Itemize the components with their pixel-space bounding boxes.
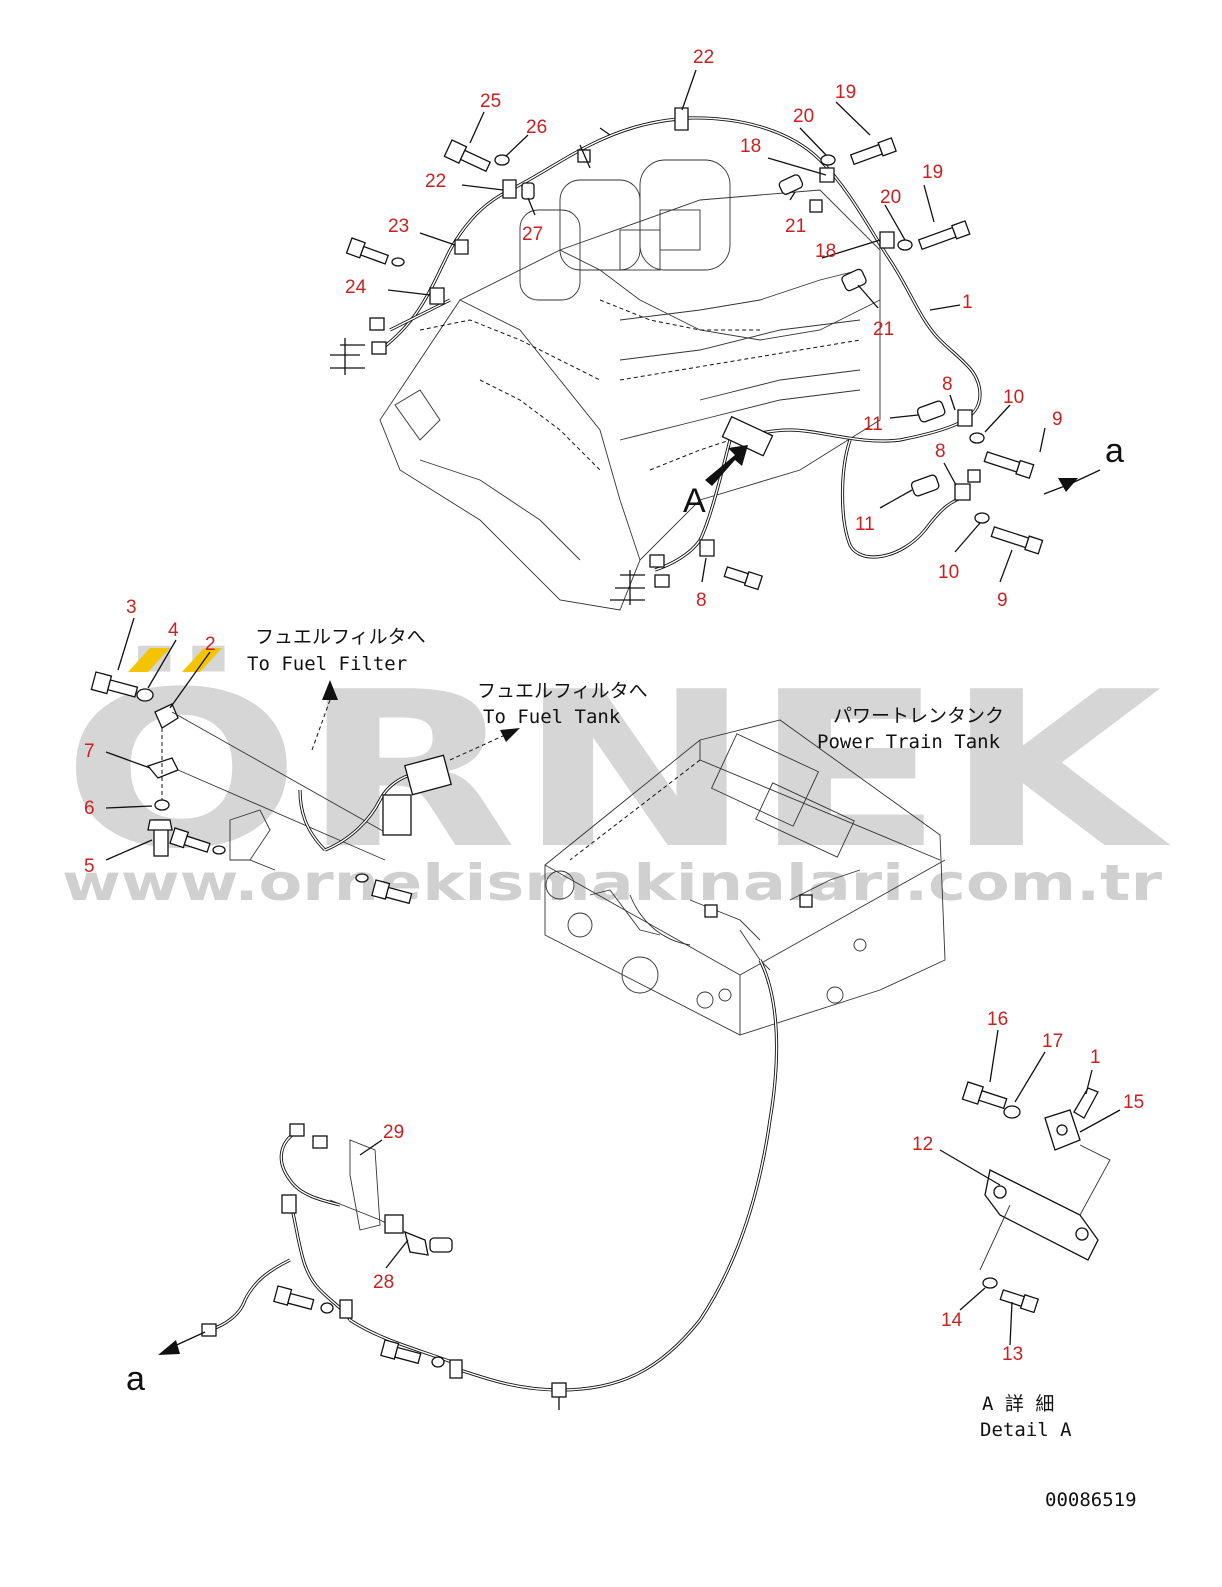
arrow-head-to-fuel-filter (322, 680, 338, 700)
to-fuel-tank-en: To Fuel Tank (483, 706, 621, 728)
connector-a-bottom: a (126, 1360, 145, 1398)
callout-23: 23 (388, 216, 409, 237)
top-leaders (387, 69, 1101, 583)
left-leaders (105, 617, 211, 861)
watermark-accent-left (128, 648, 170, 672)
callout-10: 10 (1003, 387, 1024, 408)
bottom-left-assembly (158, 1123, 463, 1379)
power-train-tank (544, 719, 946, 1036)
callout-8: 8 (935, 441, 946, 462)
callout-29: 29 (383, 1122, 404, 1143)
callout-24: 24 (345, 277, 367, 298)
callout-25: 25 (480, 91, 501, 112)
callout-28: 28 (373, 1272, 394, 1293)
callout-17: 17 (1042, 1031, 1063, 1052)
callout-22: 22 (425, 171, 446, 192)
top-hardware (345, 137, 1044, 591)
callout-14: 14 (941, 1310, 963, 1331)
detail-a-assembly (939, 1029, 1121, 1346)
power-train-tank-en: Power Train Tank (817, 731, 1001, 753)
callout-20: 20 (793, 106, 814, 127)
callout-21: 21 (785, 216, 806, 237)
callout-2: 2 (205, 634, 216, 655)
callout-4: 4 (168, 620, 179, 641)
to-fuel-filter-jp: フュエルフィルタへ (255, 626, 426, 648)
callout-18: 18 (815, 241, 836, 262)
callout-20: 20 (880, 187, 901, 208)
part-callouts: 22 25 26 19 20 18 22 21 19 20 23 27 18 2… (84, 47, 1144, 1365)
callout-9: 9 (1052, 409, 1063, 430)
top-harness (330, 116, 982, 605)
callout-18: 18 (740, 136, 761, 157)
engine-block (379, 159, 881, 611)
callout-19: 19 (922, 162, 943, 183)
drawing-number: 00086519 (1045, 1489, 1137, 1511)
callout-11: 11 (863, 414, 883, 435)
watermark-accent-right (182, 648, 222, 672)
callout-8: 8 (942, 374, 953, 395)
arrow-head-to-fuel-tank (500, 728, 520, 742)
callout-7: 7 (84, 741, 95, 762)
watermark: ÖRNEK www.ornekismakinalari.com.tr (62, 645, 1172, 912)
watermark-brand: ÖRNEK (62, 645, 1172, 896)
to-fuel-tank-jp: フュエルフィルタへ (477, 680, 648, 702)
power-train-tank-jp: パワートレンタンク (833, 705, 1004, 727)
callout-11: 11 (855, 514, 875, 535)
callout-3: 3 (126, 597, 137, 618)
detail-a-en: Detail A (980, 1419, 1072, 1441)
tank-hose (459, 959, 779, 1410)
callout-21: 21 (873, 319, 894, 340)
callout-9: 9 (997, 590, 1008, 611)
arrow-head-to-a-top (1058, 478, 1078, 492)
callout-27: 27 (522, 224, 543, 245)
view-arrow-a: A (683, 445, 748, 520)
callout-1: 1 (962, 292, 973, 313)
watermark-url: www.ornekismakinalari.com.tr (62, 854, 1162, 912)
callout-5: 5 (84, 856, 95, 877)
view-arrow-letter: A (683, 482, 706, 520)
detail-a-jp: A 詳 細 (982, 1393, 1054, 1415)
to-fuel-filter-en: To Fuel Filter (247, 653, 407, 675)
callout-22: 22 (693, 47, 714, 68)
connector-a-top: a (1105, 432, 1124, 470)
callout-12: 12 (912, 1134, 933, 1155)
callout-13: 13 (1002, 1344, 1023, 1365)
callout-8: 8 (696, 590, 707, 611)
callout-26: 26 (526, 117, 547, 138)
callout-1: 1 (1090, 1047, 1101, 1068)
callout-19: 19 (835, 82, 856, 103)
arrow-head-to-a-bottom (158, 1340, 180, 1355)
top-clamps (429, 107, 973, 557)
callout-6: 6 (84, 798, 95, 819)
callout-16: 16 (987, 1009, 1008, 1030)
callout-10: 10 (938, 562, 959, 583)
text-labels: フュエルフィルタへ To Fuel Filter フュエルフィルタへ To Fu… (247, 626, 1137, 1511)
left-bracket-assembly (90, 671, 520, 905)
callout-15: 15 (1123, 1092, 1144, 1113)
